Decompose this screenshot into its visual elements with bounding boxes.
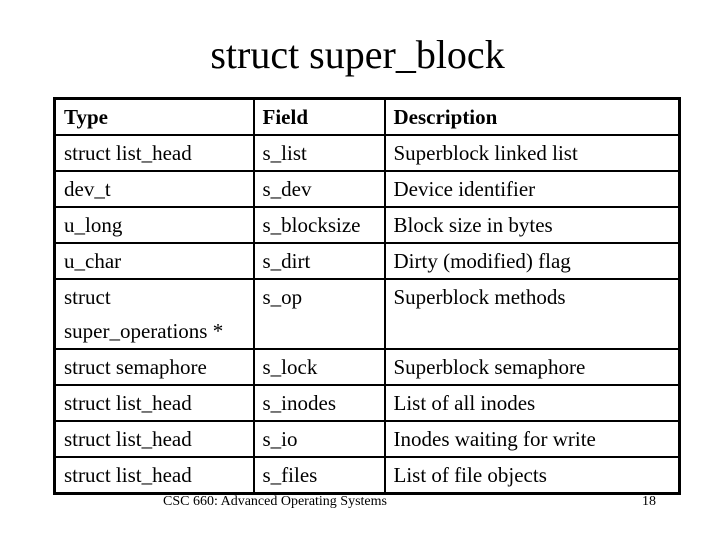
- cell-type: struct list_head: [53, 420, 255, 458]
- cell-description: Inodes waiting for write: [383, 420, 681, 458]
- cell-type: struct list_head: [53, 134, 255, 172]
- cell-field: s_blocksize: [252, 206, 386, 244]
- cell-description: Device identifier: [383, 170, 681, 208]
- table-row: dev_t s_dev Device identifier: [53, 170, 681, 208]
- slide-title: struct super_block: [210, 32, 505, 77]
- footer-course: CSC 660: Advanced Operating Systems: [163, 494, 387, 509]
- cell-description: List of file objects: [383, 456, 681, 495]
- header-cell-type: Type: [53, 97, 255, 136]
- cell-description: Superblock semaphore: [383, 348, 681, 386]
- cell-type: struct list_head: [53, 456, 255, 495]
- table-row: struct semaphore s_lock Superblock semap…: [53, 348, 681, 386]
- page-number: 18: [642, 494, 656, 509]
- cell-description: Superblock methods: [383, 278, 681, 350]
- table-row: struct list_head s_list Superblock linke…: [53, 134, 681, 172]
- cell-type: u_long: [53, 206, 255, 244]
- table-header-row: Type Field Description: [53, 97, 681, 136]
- cell-description: Block size in bytes: [383, 206, 681, 244]
- table-row: u_long s_blocksize Block size in bytes: [53, 206, 681, 244]
- cell-description: List of all inodes: [383, 384, 681, 422]
- table-row: struct super_operations * s_op Superbloc…: [53, 278, 681, 350]
- cell-field: s_dev: [252, 170, 386, 208]
- cell-description: Superblock linked list: [383, 134, 681, 172]
- table-row: u_char s_dirt Dirty (modified) flag: [53, 242, 681, 280]
- cell-description: Dirty (modified) flag: [383, 242, 681, 280]
- cell-field: s_dirt: [252, 242, 386, 280]
- cell-field: s_lock: [252, 348, 386, 386]
- cell-field: s_op: [252, 278, 386, 350]
- cell-field: s_io: [252, 420, 386, 458]
- table-row: struct list_head s_files List of file ob…: [53, 456, 681, 495]
- cell-field: s_inodes: [252, 384, 386, 422]
- superblock-fields-table: Type Field Description struct list_head …: [53, 97, 681, 495]
- cell-type: dev_t: [53, 170, 255, 208]
- cell-type: struct list_head: [53, 384, 255, 422]
- cell-type: struct semaphore: [53, 348, 255, 386]
- cell-type: struct super_operations *: [53, 278, 255, 350]
- table-row: struct list_head s_inodes List of all in…: [53, 384, 681, 422]
- cell-field: s_files: [252, 456, 386, 495]
- cell-field: s_list: [252, 134, 386, 172]
- header-cell-field: Field: [252, 97, 386, 136]
- cell-type: u_char: [53, 242, 255, 280]
- table-row: struct list_head s_io Inodes waiting for…: [53, 420, 681, 458]
- header-cell-description: Description: [383, 97, 681, 136]
